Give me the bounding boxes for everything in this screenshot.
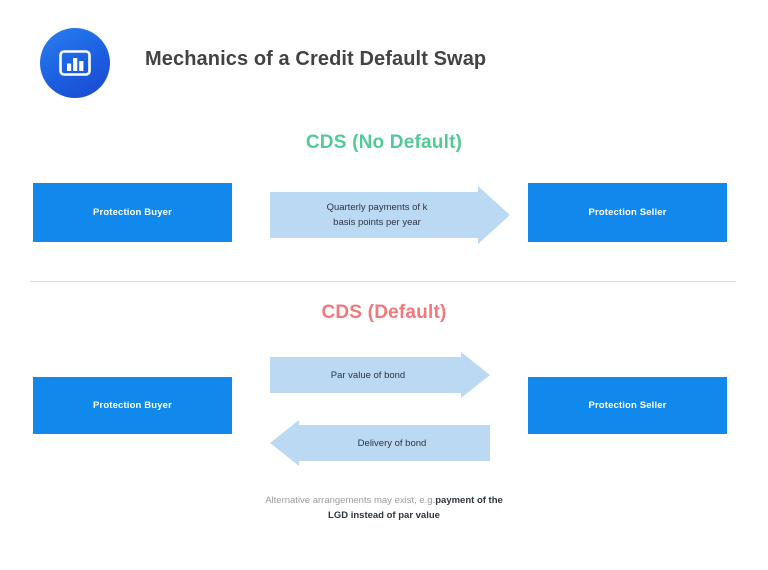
footnote-bold-text: payment of the LGD instead of par value	[328, 495, 503, 521]
party-label: Protection Buyer	[93, 400, 172, 411]
party-label: Protection Seller	[588, 400, 667, 411]
flow-arrow-delivery-of-bond: Delivery of bond	[270, 420, 490, 466]
section-divider	[30, 281, 736, 282]
protection-seller-box-no-default: Protection Seller	[528, 183, 727, 242]
party-label: Protection Buyer	[93, 207, 172, 218]
protection-seller-box-default: Protection Seller	[528, 377, 727, 434]
protection-buyer-box-no-default: Protection Buyer	[33, 183, 232, 242]
party-label: Protection Seller	[588, 207, 667, 218]
footnote-light-text: Alternative arrangements may exist, e.g.	[265, 495, 436, 506]
flow-arrow-par-value: Par value of bond	[270, 352, 490, 398]
protection-buyer-box-default: Protection Buyer	[33, 377, 232, 434]
section-heading-default: CDS (Default)	[321, 302, 447, 323]
page-title: Mechanics of a Credit Default Swap	[145, 48, 487, 70]
footnote: Alternative arrangements may exist, e.g.…	[264, 494, 504, 523]
bar-chart-icon	[40, 28, 110, 98]
header: Mechanics of a Credit Default Swap	[0, 0, 768, 118]
flow-arrow-quarterly-payments: Quarterly payments of k basis points per…	[270, 186, 510, 244]
section-heading-no-default: CDS (No Default)	[305, 132, 463, 153]
